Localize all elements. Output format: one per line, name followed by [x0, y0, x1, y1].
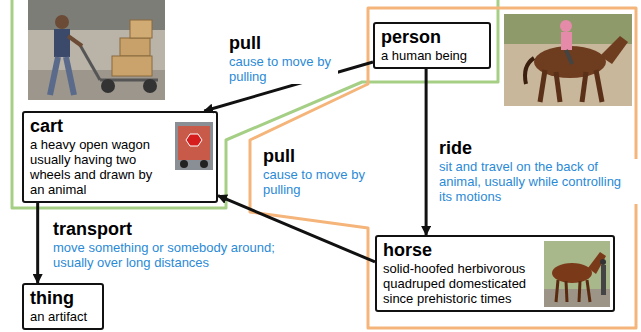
- relation-name: ride: [438, 138, 473, 159]
- relation-gloss: move something or somebody around; usual…: [52, 240, 316, 270]
- concept-gloss: a heavy open wagon usually having two wh…: [30, 137, 170, 197]
- relation-gloss: sit and travel on the back of animal, us…: [438, 159, 638, 204]
- concept-name: person: [381, 27, 483, 48]
- horse-thumbnail: [544, 241, 610, 307]
- relation-name: transport: [52, 219, 133, 240]
- relation-name: pull: [228, 33, 262, 54]
- concept-box: thingan artifact: [22, 283, 104, 330]
- concept-gloss: a human being: [381, 48, 483, 63]
- concept-box: horsesolid-hoofed herbivorous quadruped …: [375, 235, 615, 312]
- relation-gloss: cause to move by pulling: [262, 167, 372, 197]
- concept-box: carta heavy open wagon usually having tw…: [22, 111, 218, 203]
- concept-box: persona human being: [373, 22, 491, 69]
- relation-gloss: cause to move by pulling: [228, 54, 338, 84]
- concept-name: cart: [30, 116, 170, 137]
- concept-name: thing: [30, 288, 96, 309]
- concept-gloss: solid-hoofed herbivorous quadruped domes…: [383, 261, 539, 306]
- concept-name: horse: [383, 240, 539, 261]
- riding-photo: [504, 14, 632, 106]
- concept-gloss: an artifact: [30, 309, 96, 324]
- relation-arrow: [36, 203, 39, 283]
- cart-photo: [28, 0, 165, 100]
- relation-name: pull: [262, 146, 296, 167]
- relation-arrow: [425, 69, 428, 235]
- cart-thumbnail: [175, 122, 213, 170]
